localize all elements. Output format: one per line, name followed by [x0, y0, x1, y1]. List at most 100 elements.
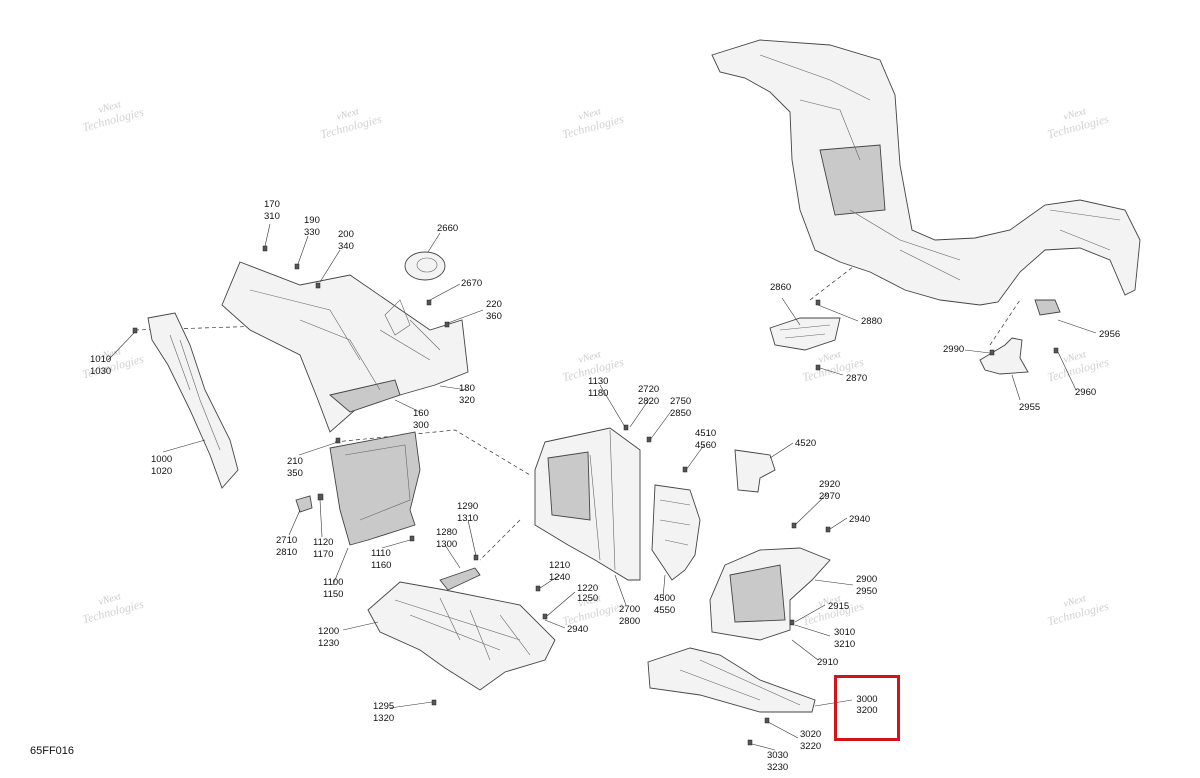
fasteners [132, 245, 1059, 746]
callout-2940b: 2940 [849, 514, 870, 525]
svg-text:3220: 3220 [800, 741, 821, 752]
callout-2660: 2660 [437, 223, 458, 234]
svg-text:1100: 1100 [323, 577, 343, 588]
highlight-box [834, 675, 900, 741]
svg-text:2910: 2910 [817, 657, 838, 668]
svg-text:4550: 4550 [654, 605, 675, 616]
svg-text:3030: 3030 [767, 750, 788, 761]
svg-text:3020: 3020 [800, 729, 821, 740]
svg-text:180: 180 [459, 383, 475, 394]
svg-text:320: 320 [459, 395, 475, 406]
svg-text:1110: 1110 [371, 548, 391, 559]
svg-text:340: 340 [338, 241, 354, 252]
watermark: vNext Technologies [81, 99, 146, 134]
svg-text:1010: 1010 [90, 354, 111, 365]
callout-2915: 2915 [828, 601, 849, 612]
svg-text:2750: 2750 [670, 396, 691, 407]
callout-2860: 2860 [770, 282, 791, 293]
svg-text:4560: 4560 [695, 440, 716, 451]
svg-text:2915: 2915 [828, 601, 849, 612]
svg-text:2670: 2670 [461, 278, 482, 289]
diagram-code: 65FF016 [30, 745, 75, 757]
watermark: vNext Technologies [81, 591, 146, 626]
svg-text:2700: 2700 [619, 604, 640, 615]
rocker-trim-3000 [647, 647, 816, 713]
svg-text:170: 170 [264, 199, 280, 210]
svg-text:2720: 2720 [638, 384, 659, 395]
svg-text:2810: 2810 [276, 547, 297, 558]
svg-text:330: 330 [304, 227, 320, 238]
callout-2955: 2955 [1019, 402, 1040, 413]
bracket-2860 [769, 317, 841, 351]
callout-3000-line1: 3000 [856, 694, 878, 705]
svg-text:2900: 2900 [856, 574, 877, 585]
svg-text:2970: 2970 [819, 491, 840, 502]
svg-text:300: 300 [413, 420, 429, 431]
svg-text:2960: 2960 [1075, 387, 1096, 398]
svg-text:310: 310 [264, 211, 280, 222]
svg-text:4500: 4500 [654, 593, 675, 604]
svg-text:2956: 2956 [1099, 329, 1120, 340]
watermark: vNext Technologies [1046, 106, 1111, 141]
svg-text:2920: 2920 [819, 479, 840, 490]
console-side-panel [651, 484, 701, 581]
svg-text:2660: 2660 [437, 223, 458, 234]
svg-text:200: 200 [338, 229, 354, 240]
svg-text:1200: 1200 [318, 626, 339, 637]
floor-pan [367, 567, 556, 691]
callout-3000: 3000 3200 [834, 694, 900, 716]
svg-text:190: 190 [304, 215, 320, 226]
svg-text:1310: 1310 [457, 513, 478, 524]
svg-text:1210: 1210 [549, 560, 570, 571]
callout-2670: 2670 [461, 278, 482, 289]
svg-text:2820: 2820 [638, 396, 659, 407]
svg-text:1000: 1000 [151, 454, 172, 465]
svg-text:160: 160 [413, 408, 429, 419]
callout-2956: 2956 [1099, 329, 1120, 340]
watermark: vNext Technologies [561, 106, 626, 141]
callout-2880: 2880 [861, 316, 882, 327]
svg-text:3010: 3010 [834, 627, 855, 638]
svg-text:1320: 1320 [373, 713, 394, 724]
svg-text:2990: 2990 [943, 344, 964, 355]
svg-text:2710: 2710 [276, 535, 297, 546]
svg-text:1300: 1300 [436, 539, 457, 550]
svg-text:1150: 1150 [323, 589, 343, 600]
bracket-2955 [979, 337, 1029, 375]
svg-text:1240: 1240 [549, 572, 570, 583]
leader-lines [107, 223, 1097, 751]
callout-2910: 2910 [817, 657, 838, 668]
watermark: vNext Technologies [1046, 593, 1111, 628]
svg-text:2870: 2870 [846, 373, 867, 384]
lower-front-panel [329, 431, 421, 546]
svg-text:2860: 2860 [770, 282, 791, 293]
bracket-4520 [734, 449, 776, 493]
svg-text:1170: 1170 [313, 549, 333, 560]
